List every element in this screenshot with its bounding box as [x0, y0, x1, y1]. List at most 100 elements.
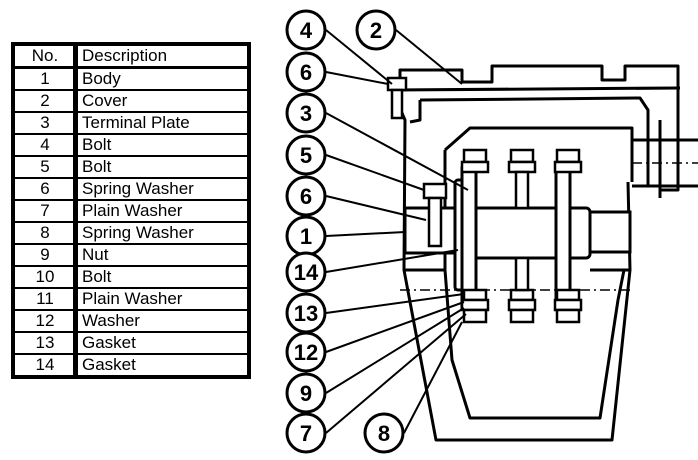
callout-marker: 9	[285, 372, 327, 414]
part-description: Washer	[74, 309, 250, 333]
part-number: 6	[12, 177, 78, 201]
callout-marker: 13	[285, 292, 327, 334]
callout-number: 2	[370, 18, 382, 43]
callout-number: 9	[300, 381, 312, 406]
part-number: 4	[12, 133, 78, 157]
part-number: 14	[12, 353, 78, 378]
callout-number: 4	[300, 18, 313, 43]
callout-marker: 5	[285, 134, 327, 176]
callout-circle	[363, 412, 405, 454]
callout-marker: 4	[285, 9, 327, 51]
callout-marker: 1	[285, 215, 327, 257]
part-description: Gasket	[74, 331, 250, 355]
callout-number: 6	[300, 184, 312, 209]
part-description: Plain Washer	[74, 287, 250, 311]
callout-circle	[285, 412, 327, 454]
header-description: Description	[74, 43, 250, 69]
leader-line	[325, 154, 425, 191]
callout-number: 8	[378, 421, 390, 446]
part-number: 5	[12, 155, 78, 179]
leader-line	[325, 195, 427, 221]
part-description: Body	[74, 66, 250, 91]
callout-marker: 3	[285, 92, 327, 134]
callout-number: 3	[300, 101, 312, 126]
callout-marker: 6	[285, 175, 327, 217]
part-number: 7	[12, 199, 78, 223]
part-description: Bolt	[74, 265, 250, 289]
housing-outline	[390, 64, 698, 442]
part-description: Spring Washer	[74, 221, 250, 245]
part-number: 3	[12, 111, 78, 135]
part-description: Nut	[74, 243, 250, 267]
junction-box-drawing: 4 2 6 3 5 6 1 14 13 12 9 7 8	[285, 9, 698, 454]
callout-marker: 6	[285, 51, 327, 93]
part-number: 11	[12, 287, 78, 311]
part-number: 8	[12, 221, 78, 245]
callout-number: 6	[300, 60, 312, 85]
centerline	[400, 162, 698, 291]
leader-line	[325, 307, 465, 394]
cover-bolts	[386, 76, 448, 248]
callout-number: 13	[294, 301, 318, 326]
callout-circle	[285, 9, 327, 51]
callout-number: 7	[300, 421, 312, 446]
callout-number: 5	[300, 143, 312, 168]
callout-marker: 7	[285, 412, 327, 454]
callout-marker: 12	[285, 331, 327, 373]
callout-number: 14	[294, 260, 319, 285]
leader-line	[325, 112, 469, 191]
part-description: Plain Washer	[74, 199, 250, 223]
leader-line	[325, 293, 465, 314]
leader-line	[325, 71, 389, 85]
leader-line	[403, 321, 463, 434]
table-header-row: No. Description	[12, 43, 250, 69]
part-number: 1	[12, 66, 78, 91]
terminal-plate-assembly	[403, 166, 632, 310]
callout-circle	[285, 92, 327, 134]
leader-line	[325, 29, 393, 85]
terminal-studs	[460, 148, 583, 324]
leader-line	[395, 29, 463, 85]
part-description: Cover	[74, 89, 250, 113]
leader-line	[325, 313, 467, 434]
callout-markers: 4 2 6 3 5 6 1 14 13 12 9 7 8	[285, 9, 405, 454]
leader-line	[325, 301, 465, 353]
part-description: Terminal Plate	[74, 111, 250, 135]
part-number: 12	[12, 309, 78, 333]
callout-circle	[355, 9, 397, 51]
callout-marker: 2	[355, 9, 397, 51]
leader-lines	[325, 29, 469, 434]
header-no: No.	[12, 43, 78, 69]
callout-circle	[285, 175, 327, 217]
leader-line	[325, 231, 406, 237]
callout-circle	[285, 372, 327, 414]
part-number: 13	[12, 331, 78, 355]
callout-number: 1	[300, 224, 312, 249]
part-description: Spring Washer	[74, 177, 250, 201]
callout-circle	[285, 134, 327, 176]
callout-circle	[285, 51, 327, 93]
callout-circle	[285, 331, 327, 373]
part-number: 10	[12, 265, 78, 289]
callout-marker: 8	[363, 412, 405, 454]
part-description: Gasket	[74, 353, 250, 378]
part-number: 2	[12, 89, 78, 113]
callout-number: 12	[294, 340, 318, 365]
callout-marker: 14	[285, 251, 327, 293]
